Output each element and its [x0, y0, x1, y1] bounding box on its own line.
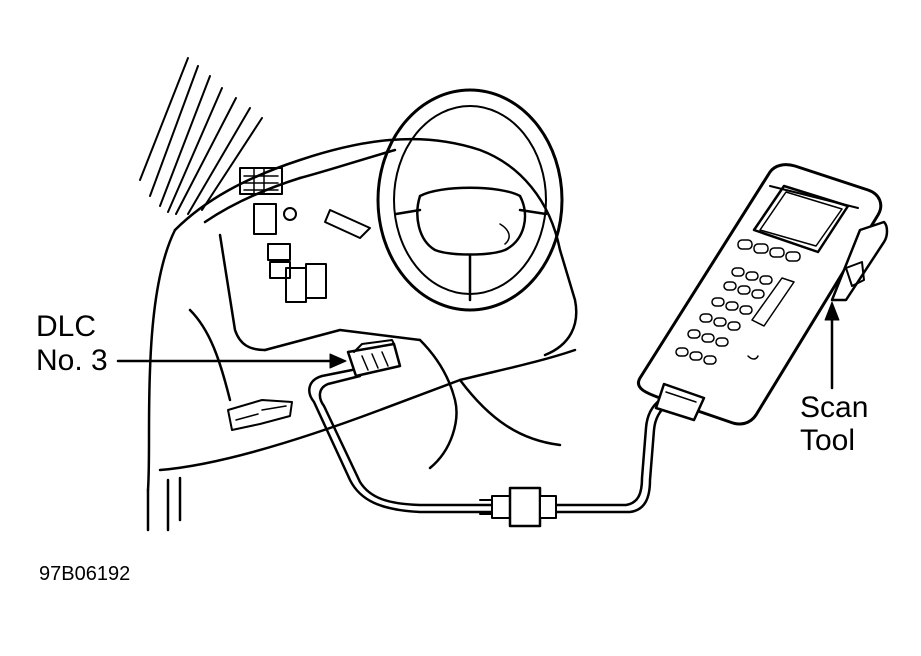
scan-tool-label-line1: Scan — [800, 391, 869, 424]
steering-wheel-icon — [324, 88, 564, 312]
scan-tool-label-line2: Tool — [800, 424, 856, 457]
dlc-pointer-arrow — [116, 353, 347, 369]
dlc3-connector-icon — [346, 339, 402, 378]
scan-tool-icon — [637, 163, 889, 426]
dlc-label-line1: DLC — [36, 310, 97, 343]
windshield-pillar — [139, 57, 263, 215]
cable-adapter-icon — [479, 486, 557, 528]
figure-id: 97B06192 — [39, 563, 131, 585]
diagnostic-cable — [308, 368, 670, 514]
dlc-label-line2: No. 3 — [36, 344, 108, 377]
dashboard — [146, 137, 578, 532]
scan-tool-pointer-arrow — [824, 301, 840, 390]
